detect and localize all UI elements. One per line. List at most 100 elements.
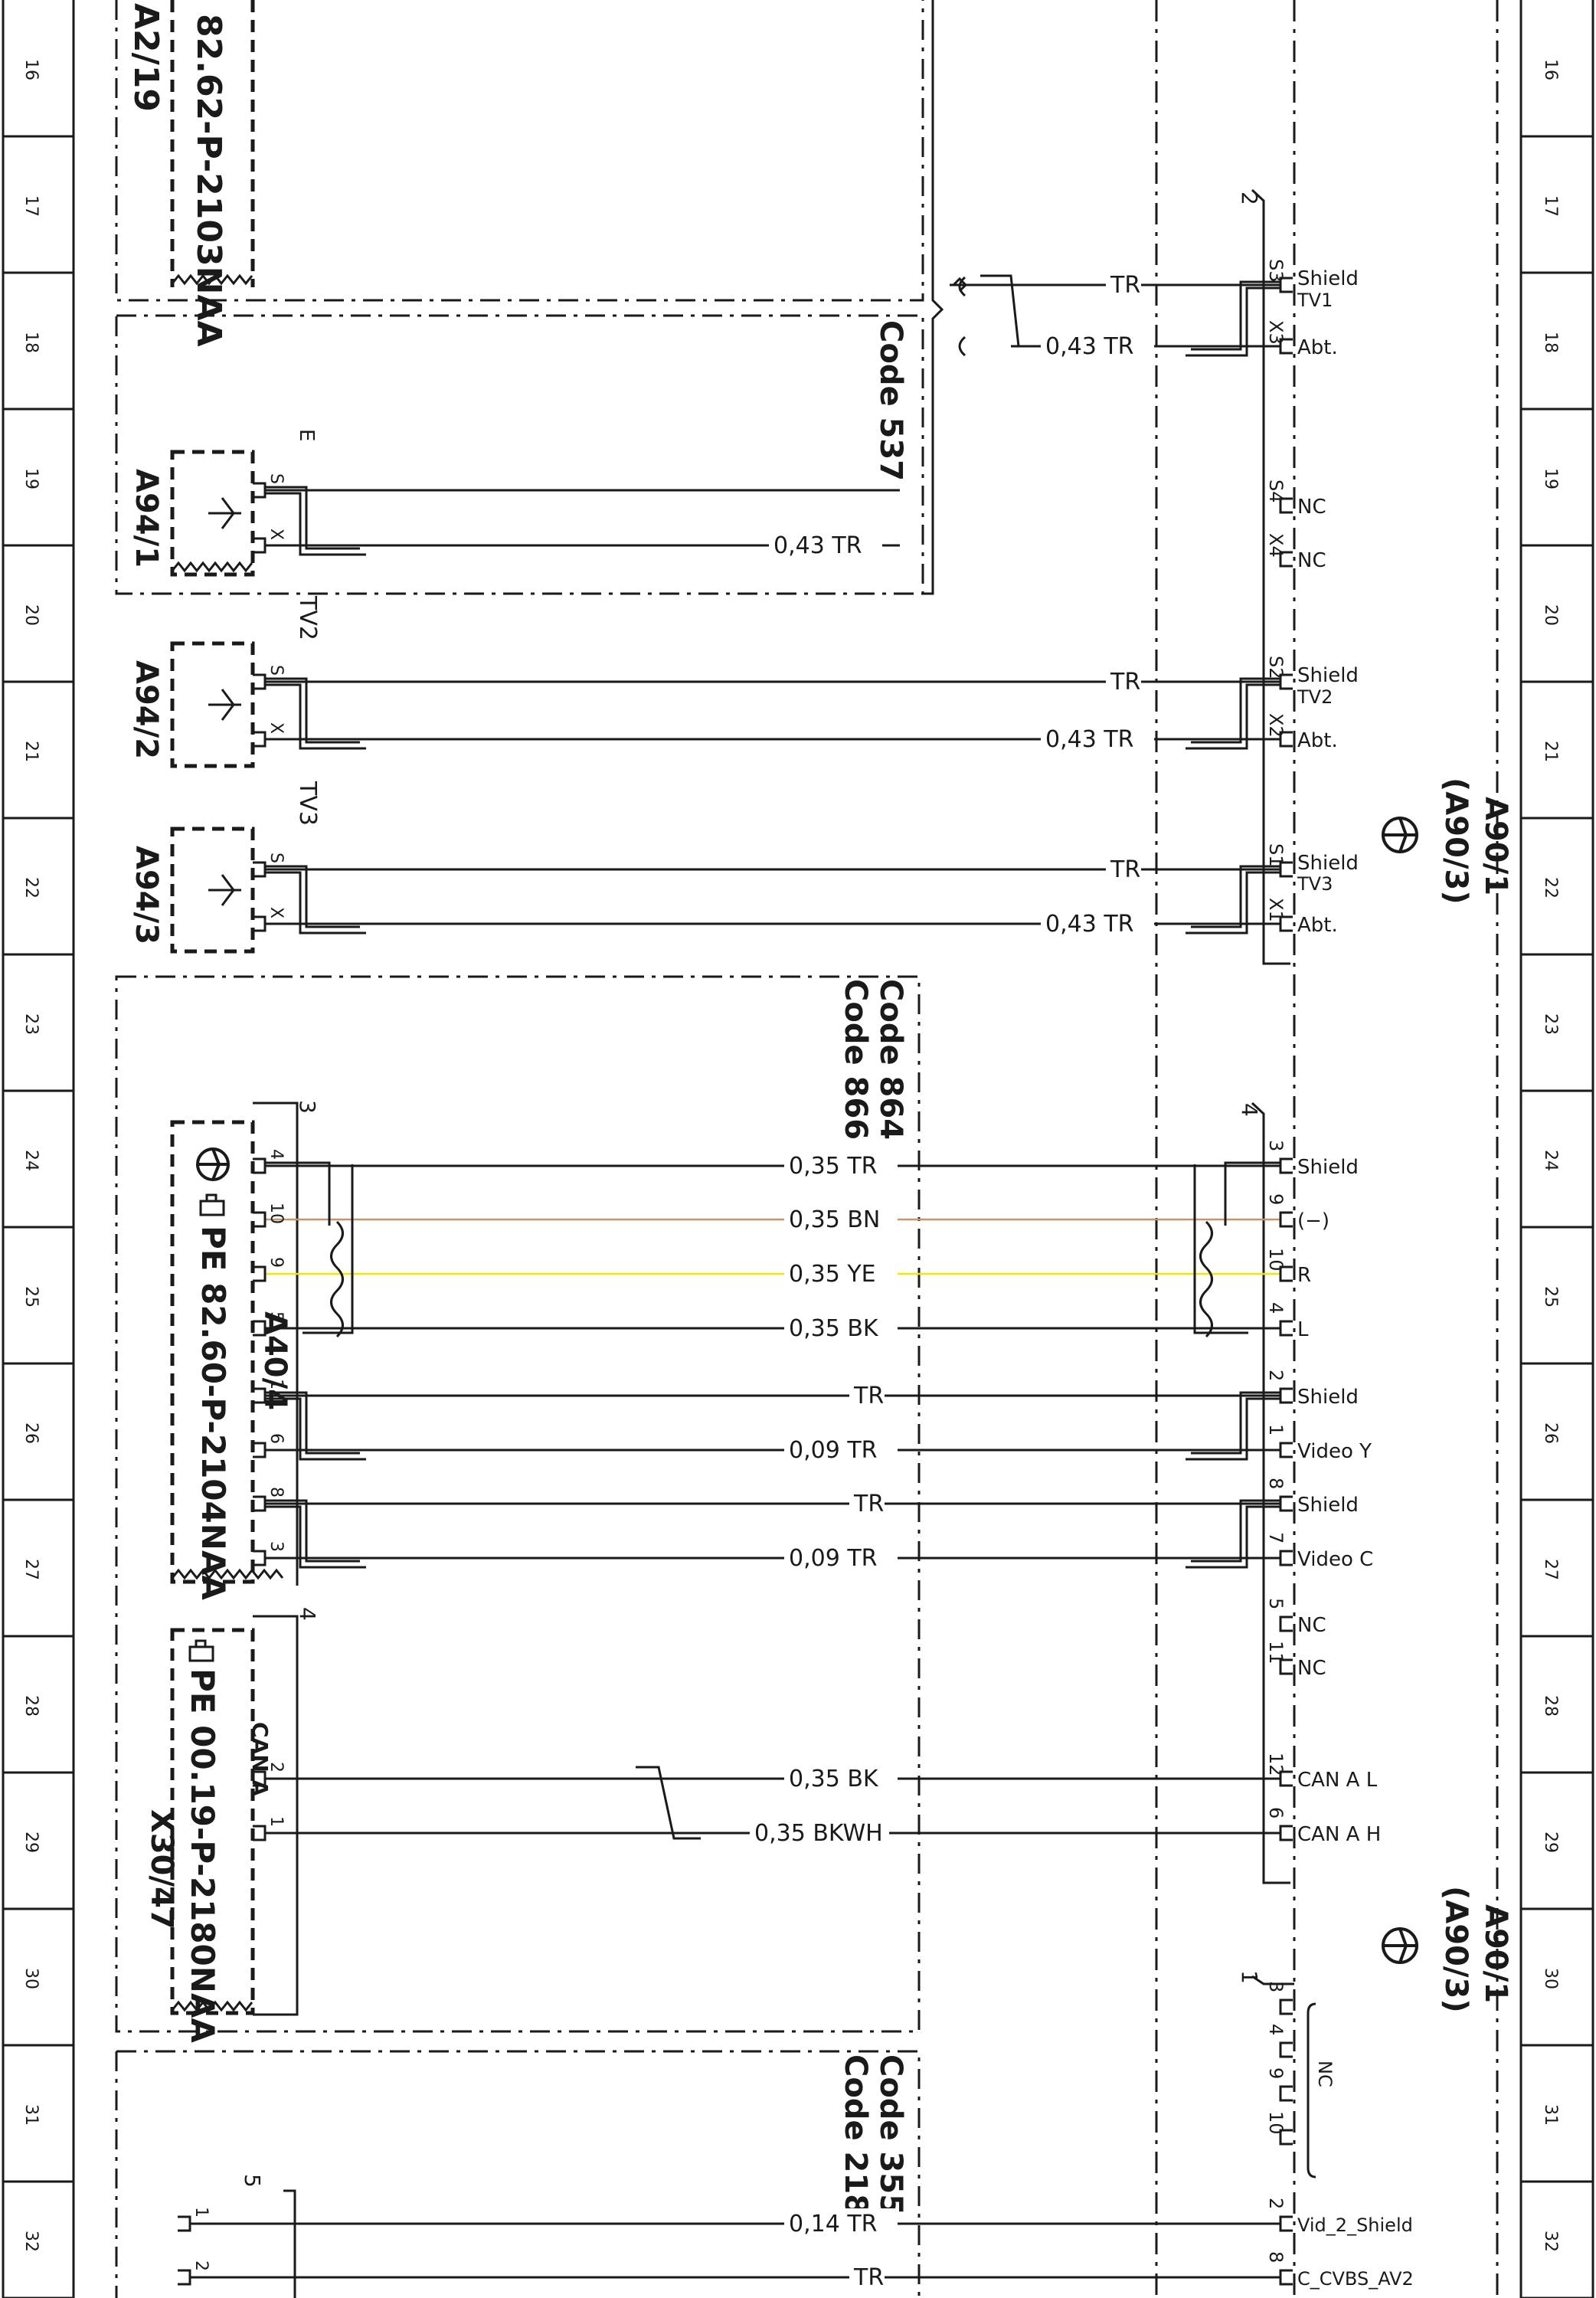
signal-label: TV3 <box>1297 873 1333 895</box>
pin-label-right: S4 <box>1265 480 1287 503</box>
pin-label-right: 2 <box>1265 2198 1287 2209</box>
wire-tv2-shield-label: TR <box>1110 669 1140 696</box>
wire-tv3-signal-label: 0,43 TR <box>1045 911 1134 938</box>
pin-mark <box>253 482 267 499</box>
pin-mark <box>1279 1265 1293 1282</box>
code-537-label: Code 537 <box>873 320 908 481</box>
pin-mark <box>253 1157 267 1174</box>
a94-3-id: A94/3 <box>129 846 164 944</box>
wire-label-bg <box>1106 666 1141 697</box>
pin-mark <box>1279 1658 1293 1675</box>
shield-bracket <box>265 677 366 750</box>
pin-mark <box>1279 1387 1293 1404</box>
grid-label-left: 24 <box>21 1150 41 1171</box>
wire-can-a-l-label: 0,35 BK <box>789 1766 879 1792</box>
grid-label-right: 26 <box>1541 1422 1560 1444</box>
pin-label-right: 9 <box>1265 1193 1287 1205</box>
connector-tv2: TV2 <box>294 595 321 640</box>
wire-tv1-shield-label: TR <box>1110 272 1140 299</box>
pin-label-right: 8 <box>1265 1478 1287 1489</box>
signal-label: CAN A H <box>1297 1823 1381 1846</box>
signal-label: NC <box>1297 549 1326 572</box>
wire-label-bg <box>1106 854 1141 885</box>
grid-label-right: 18 <box>1541 332 1560 353</box>
signal-label: Vid_2_Shield <box>1297 2215 1413 2236</box>
grid-label-left: 31 <box>21 2104 41 2126</box>
grid-label-left: 19 <box>21 468 41 489</box>
grid-label-left: 30 <box>21 1968 41 1989</box>
grid-label-right: 31 <box>1541 2104 1560 2126</box>
twisted-pair-marks <box>303 1164 1248 1338</box>
pin-mark <box>1279 1442 1293 1458</box>
pin-mark <box>253 1211 267 1228</box>
antenna-icon <box>208 497 241 906</box>
signal-label: NC <box>1297 496 1326 519</box>
pin-mark <box>178 2269 191 2286</box>
connector-3: 3 <box>295 1100 320 1114</box>
signal-label: CAN A L <box>1297 1769 1378 1792</box>
grid-label-right: 16 <box>1541 59 1560 80</box>
a90-1-bottom-alt: (A90/3) <box>1438 1886 1473 2013</box>
wire-label-bg <box>849 1380 885 1411</box>
pin-label-left: 4 <box>267 1149 286 1160</box>
pin-label-right: 2 <box>1265 1370 1287 1381</box>
pin-mark <box>1279 2085 1293 2102</box>
grid-label-left: 21 <box>21 741 41 762</box>
a2-19-doc: 82.62-P-2103NAA <box>189 14 228 347</box>
code-355-label: Code 355 <box>873 2054 908 2215</box>
signal-label: NC <box>1297 1657 1326 1680</box>
pin-label-left: X <box>267 907 286 918</box>
grid-label-left: 17 <box>21 195 41 217</box>
connector-5: 5 <box>240 2174 265 2188</box>
code-537-bracket <box>923 0 944 595</box>
pin-mark <box>253 673 267 690</box>
pin-label-right: 8 <box>1265 2251 1287 2263</box>
signal-label: TV1 <box>1297 290 1333 311</box>
x30-47-id: X30/47 <box>144 1809 179 1930</box>
pin-mark <box>1279 2215 1293 2232</box>
pin-mark <box>1279 1770 1293 1787</box>
wire-tv2-signal-label: 0,43 TR <box>1045 726 1134 753</box>
pin-label-right: 11 <box>1265 1641 1287 1665</box>
pin-mark <box>178 2215 191 2232</box>
pointing-hand-icon <box>188 1193 225 1662</box>
a90-1-bottom-id: A90/1 <box>1478 1904 1513 2003</box>
wire-a40-4-5-label: TR <box>853 1383 884 1409</box>
pin-label-left: 9 <box>267 1257 286 1268</box>
pin-label-left: S <box>267 473 286 484</box>
pin-mark <box>253 1550 267 1566</box>
grid-label-right: 17 <box>1541 195 1560 217</box>
grid-label-left: 29 <box>21 1832 41 1853</box>
wire-label-bg <box>784 2208 898 2239</box>
pin-mark <box>1279 338 1293 355</box>
pin-mark <box>1279 673 1293 690</box>
signal-label: Abt. <box>1297 914 1338 937</box>
signal-label: Shield <box>1297 267 1359 290</box>
connector-4: 4 <box>295 1607 320 1621</box>
a90-1-top-id: A90/1 <box>1478 797 1513 895</box>
connector-labels: E TV2 TV3 3 4 5 2 4 1 <box>240 192 1262 2188</box>
wire-label-bg <box>769 530 882 561</box>
pin-mark <box>1279 277 1293 293</box>
pin-label-left: S <box>267 665 286 676</box>
grid-label-left: 27 <box>21 1559 41 1580</box>
a40-4-id: A40/4 <box>257 1311 293 1410</box>
connector-right-4: 4 <box>1237 1103 1262 1117</box>
wavy-edges <box>171 273 284 2012</box>
signal-label: NC <box>1297 1614 1326 1637</box>
wire-label-bg <box>784 1543 898 1573</box>
a94-2-id: A94/2 <box>129 660 164 759</box>
signal-label: Shield <box>1297 1386 1359 1409</box>
wire-a94-1-signal-label: 0,43 TR <box>773 532 862 559</box>
shield-bracket <box>265 865 366 935</box>
signal-label: Video Y <box>1297 1440 1372 1463</box>
shield-bracket <box>1186 1499 1280 1569</box>
signal-label: C_CVBS_AV2 <box>1297 2268 1414 2290</box>
pin-label-right: X4 <box>1265 533 1287 558</box>
pin-label-left: 1 <box>267 1379 286 1390</box>
connector-frames <box>253 188 1294 2298</box>
grid-label-left: 16 <box>21 59 41 80</box>
pin-label-left: 2 <box>191 2260 211 2271</box>
wire-a40-4-7-label: TR <box>853 1491 884 1517</box>
signal-label: (−) <box>1297 1210 1329 1232</box>
